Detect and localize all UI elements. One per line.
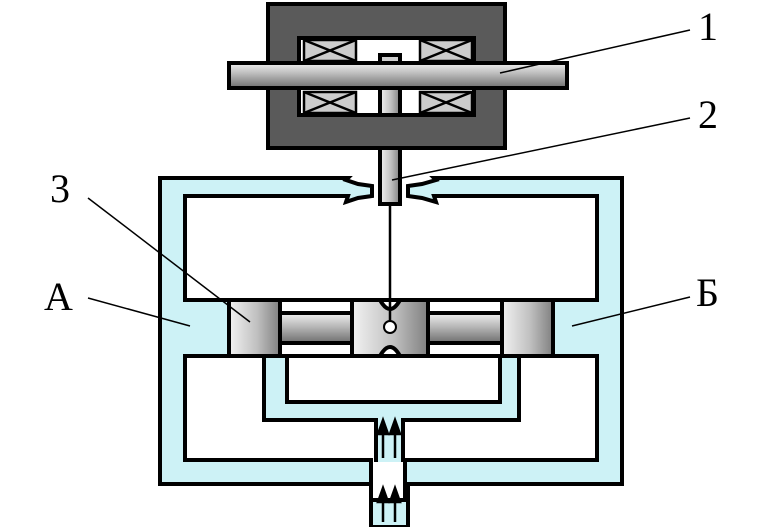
callout-chamber-a: А xyxy=(44,274,73,319)
coil-lower-left xyxy=(302,90,358,115)
coil-upper-right xyxy=(418,38,474,63)
leader-lines xyxy=(87,29,691,327)
leader-3 xyxy=(87,197,251,323)
callout-1: 1 xyxy=(698,4,718,49)
leader-2 xyxy=(391,117,691,181)
spool-land-right xyxy=(500,298,555,358)
callout-chamber-b: Б xyxy=(696,270,719,315)
coil-lower-right xyxy=(418,90,474,115)
spool-land-left xyxy=(227,298,282,358)
spool-pivot xyxy=(383,320,397,334)
supply-arrow-upper-right xyxy=(388,416,402,458)
supply-arrow-lower-left xyxy=(376,484,390,522)
leader-1 xyxy=(499,29,691,74)
supply-arrow-upper-left xyxy=(376,416,390,458)
spool-rod-right xyxy=(426,311,504,345)
leader-a xyxy=(87,297,191,327)
flapper-assembly xyxy=(378,53,402,322)
flow-arrows xyxy=(376,416,402,522)
callout-2: 2 xyxy=(698,92,718,137)
supply-arrow-lower-right xyxy=(388,484,402,522)
armature-bar xyxy=(227,61,569,90)
callout-3: 3 xyxy=(50,166,70,211)
torque-motor xyxy=(227,2,569,150)
fluid-channels xyxy=(158,176,624,527)
coil-upper-left xyxy=(302,38,358,63)
leader-b xyxy=(571,296,691,327)
spool-rod-left xyxy=(278,311,354,345)
supply-duct xyxy=(262,354,521,462)
